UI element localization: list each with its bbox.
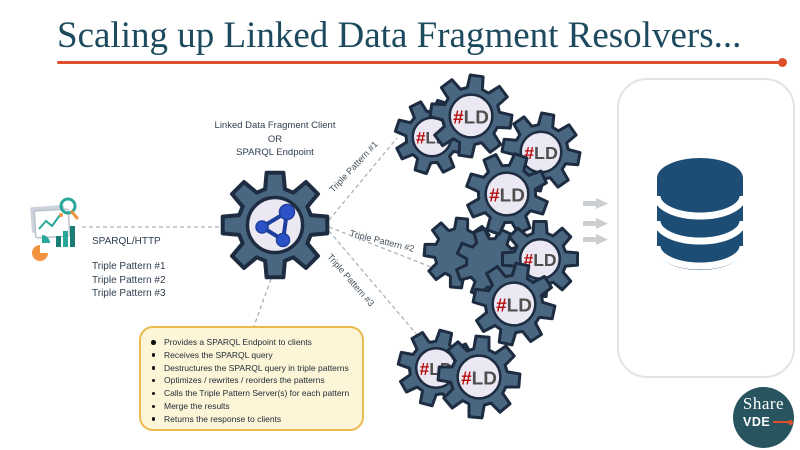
title-underline	[57, 61, 779, 64]
note-bullet: Merge the results	[149, 400, 356, 413]
logo-share-text: Share	[742, 394, 785, 413]
triple-store-card	[617, 78, 795, 378]
svg-text:#LD: #LD	[461, 368, 497, 389]
client-label: Linked Data Fragment Client OR SPARQL En…	[175, 119, 375, 160]
svg-text:#LD: #LD	[496, 295, 532, 316]
note-bullet: Calls the Triple Pattern Server(s) for e…	[149, 387, 356, 400]
ld-server-gear: #LD	[393, 98, 471, 176]
slide-title: Scaling up Linked Data Fragment Resolver…	[57, 15, 742, 56]
client-label-line1: Linked Data Fragment Client	[214, 120, 336, 131]
logo-vde-text: VDE	[743, 415, 771, 429]
flow-arrow-icon	[583, 234, 608, 245]
triple-pattern-1: Triple Pattern #1	[92, 261, 166, 272]
svg-text:#LD: #LD	[524, 143, 558, 163]
note-bullet: Returns the response to clients	[149, 413, 356, 426]
note-bullet: Destructures the SPARQL query in triple …	[149, 362, 356, 375]
svg-text:#LD: #LD	[453, 107, 489, 128]
client-gear	[220, 170, 330, 280]
triple-pattern-2: Triple Pattern #2	[92, 274, 166, 286]
svg-text:#LD: #LD	[416, 129, 448, 148]
logo-accent-dot	[788, 419, 794, 425]
sharevde-logo: Share VDE	[733, 387, 794, 448]
ld-server-gear: #LD	[436, 334, 522, 420]
svg-text:#LD: #LD	[489, 185, 525, 206]
flow-arrow-icon	[583, 218, 608, 229]
ld-server-gear-back	[455, 227, 527, 299]
ld-server-gear: #LD	[500, 111, 582, 193]
client-label-line2: OR	[267, 133, 283, 145]
title-underline-dot	[778, 58, 787, 67]
note-bullet: Receives the SPARQL query	[149, 349, 356, 362]
note-bullet: Optimizes / rewrites / reorders the patt…	[149, 374, 356, 387]
triple-pattern-list: Triple Pattern #1 Triple Pattern #2 Trip…	[92, 260, 166, 301]
ld-server-gear: #LD	[396, 328, 476, 408]
ld-server-gear-back	[422, 216, 496, 290]
ld-server-gear: #LD	[471, 261, 557, 347]
ld-server-gear: #LD	[501, 220, 579, 298]
note-bullet: Provides a SPARQL Endpoint to clients	[149, 336, 356, 349]
analytics-icon	[30, 197, 79, 261]
ld-server-gear: #LD	[428, 73, 514, 159]
flow-arrows-icon	[583, 198, 608, 245]
connection-label-2: Triple Pattern #2	[348, 228, 416, 254]
svg-text:#LD: #LD	[523, 250, 556, 270]
flow-arrow-icon	[583, 198, 608, 209]
protocol-label: SPARQL/HTTP	[92, 236, 161, 247]
ld-server-gear: #LD	[465, 152, 549, 236]
client-label-line3: SPARQL Endpoint	[236, 147, 314, 158]
triple-pattern-3: Triple Pattern #3	[92, 288, 166, 299]
logo-accent-line	[773, 421, 789, 423]
connection-label-3: Triple Pattern #3	[325, 251, 377, 309]
svg-text:#LD: #LD	[419, 359, 452, 379]
